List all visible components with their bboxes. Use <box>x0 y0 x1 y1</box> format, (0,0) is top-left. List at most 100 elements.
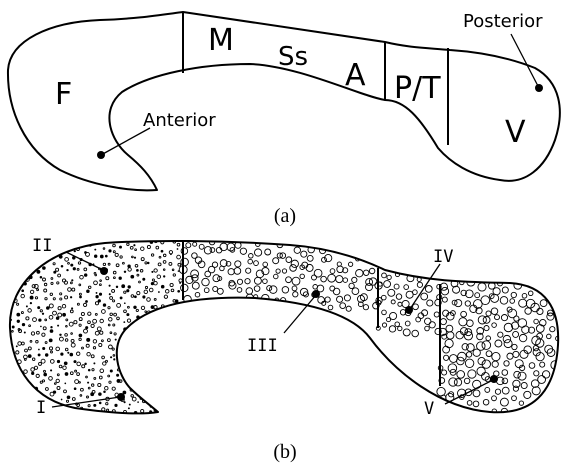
fiber-dot <box>99 343 102 346</box>
fiber-dot <box>363 305 368 310</box>
region-f-label: F <box>55 77 72 112</box>
fiber-dot <box>127 306 129 308</box>
fiber-dot <box>141 306 144 309</box>
region-a-label: A <box>345 58 366 93</box>
fiber-dot <box>159 256 161 258</box>
fiber-dot <box>108 345 112 349</box>
fiber-dot <box>110 332 112 334</box>
fiber-dot <box>492 396 497 401</box>
fiber-dot <box>145 286 147 288</box>
fiber-dot <box>64 383 66 385</box>
fiber-dot <box>45 342 47 344</box>
fiber-dot <box>62 304 65 307</box>
fiber-dot <box>171 289 174 292</box>
fiber-dot <box>71 279 73 281</box>
fiber-dot <box>113 251 115 253</box>
fiber-dot <box>31 332 34 335</box>
fiber-dot <box>119 277 122 280</box>
fiber-dot <box>321 257 326 262</box>
fiber-dot <box>100 255 104 259</box>
fiber-dot <box>484 326 489 331</box>
fiber-dot <box>108 307 110 309</box>
fiber-dot <box>83 303 86 306</box>
fiber-dot <box>152 279 154 281</box>
fiber-dot <box>65 339 68 342</box>
fiber-dot <box>60 298 62 300</box>
fiber-dot <box>249 254 254 259</box>
fiber-dot <box>114 404 117 407</box>
fiber-dot <box>32 358 34 360</box>
fiber-dot <box>57 386 60 389</box>
fiber-dot <box>112 348 114 350</box>
fiber-dot <box>532 387 540 395</box>
fiber-dot <box>113 355 115 357</box>
fiber-dot <box>142 278 145 281</box>
fiber-dot <box>454 379 461 386</box>
fiber-dot <box>79 334 83 338</box>
fiber-dot <box>344 295 350 301</box>
fiber-dot <box>483 399 489 405</box>
fiber-dot <box>94 281 98 285</box>
fiber-dot <box>204 288 209 293</box>
fiber-dot <box>173 274 175 276</box>
fiber-dot <box>113 244 116 247</box>
fiber-dot <box>170 283 173 286</box>
fiber-dot <box>100 369 104 373</box>
fiber-dot <box>66 400 68 402</box>
fiber-dot <box>91 324 94 327</box>
fiber-dot <box>93 347 95 349</box>
fiber-dot <box>56 379 59 382</box>
fiber-dot <box>235 261 241 267</box>
fiber-dot <box>513 351 519 357</box>
fiber-dot <box>108 375 110 377</box>
fiber-dot <box>169 262 172 265</box>
fiber-dot <box>42 266 46 270</box>
fiber-dot <box>50 369 52 371</box>
fiber-dot <box>131 295 134 298</box>
fiber-dot <box>41 359 45 363</box>
fiber-dot <box>217 288 223 294</box>
fiber-dot <box>547 334 552 339</box>
fiber-dot <box>40 381 42 383</box>
fiber-dot <box>208 266 215 273</box>
fiber-dot <box>38 318 41 321</box>
fiber-dot <box>145 311 147 313</box>
fiber-dot <box>263 262 268 267</box>
fiber-dot <box>95 313 97 315</box>
fiber-dot <box>109 285 111 287</box>
fiber-dot <box>114 333 116 335</box>
fiber-dot <box>412 330 419 337</box>
fiber-dot <box>473 349 480 356</box>
fiber-dot <box>403 329 410 336</box>
fiber-dot <box>536 325 544 333</box>
fiber-dot <box>117 317 120 320</box>
fiber-dot <box>234 268 241 275</box>
fiber-dot <box>306 264 313 271</box>
fiber-dot <box>292 286 297 291</box>
fiber-dot <box>88 387 90 389</box>
fiber-dot <box>97 327 101 331</box>
fiber-dot <box>519 401 523 405</box>
fiber-dot <box>540 362 545 367</box>
fiber-dot <box>348 262 352 266</box>
fiber-dot <box>126 289 129 292</box>
fiber-dot <box>103 263 105 265</box>
fiber-dot <box>179 279 182 282</box>
fiber-dot <box>381 295 386 300</box>
fiber-dot <box>154 298 156 300</box>
fiber-dot <box>86 344 89 347</box>
zone-iii-point <box>312 290 320 298</box>
fiber-dot <box>70 296 72 298</box>
fiber-dot <box>459 318 467 326</box>
fiber-dot <box>107 339 110 342</box>
fiber-dot <box>58 307 61 310</box>
panel-a: F M Ss A P/T V Anterior Posterior (a) <box>8 11 560 227</box>
fiber-dot <box>274 274 279 279</box>
fiber-dot <box>67 352 69 354</box>
fiber-dot <box>245 279 250 284</box>
fiber-dot <box>12 330 14 332</box>
fiber-dot <box>21 312 23 314</box>
fiber-dot <box>228 269 234 275</box>
panel-b-caption: (b) <box>273 441 296 463</box>
fiber-dot <box>137 401 139 403</box>
